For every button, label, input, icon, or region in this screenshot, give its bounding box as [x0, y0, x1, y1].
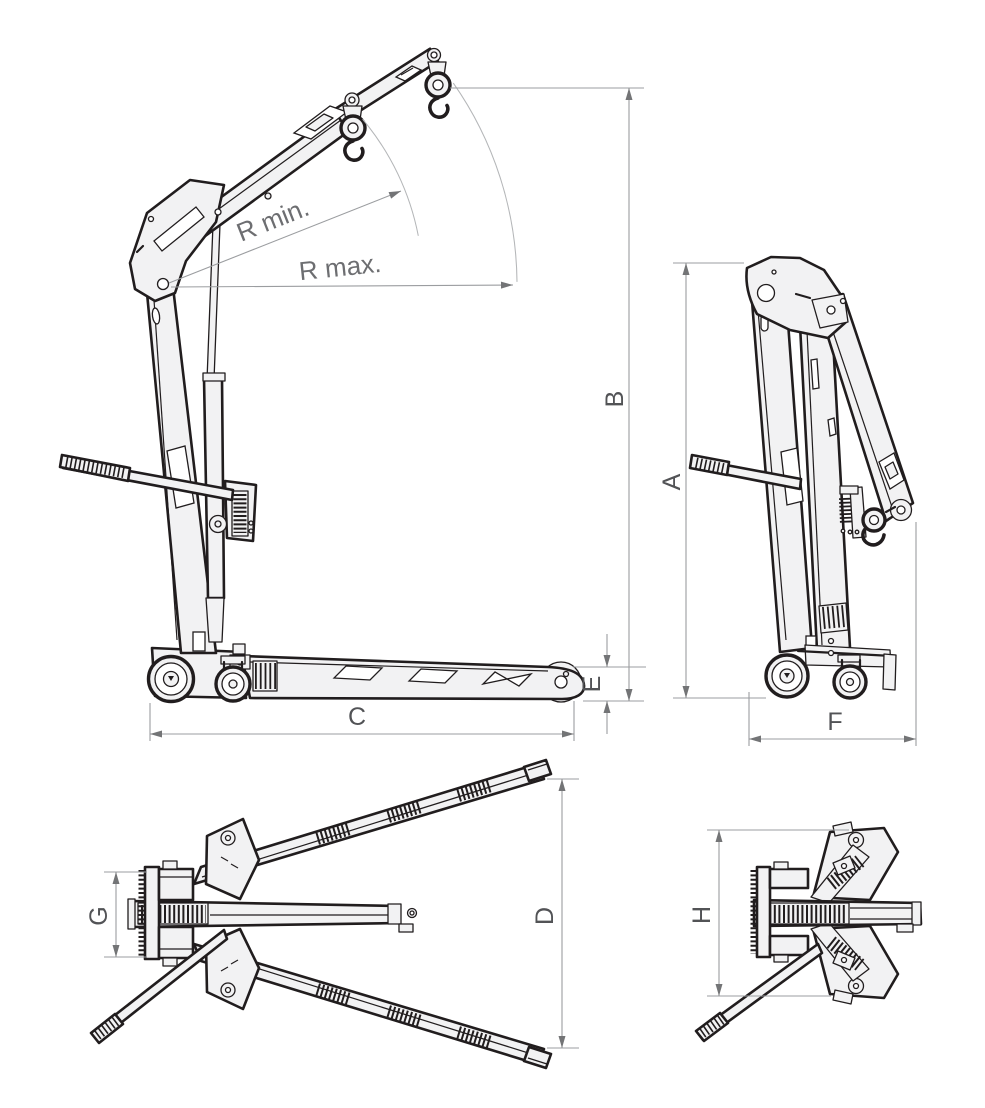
sweep-arc-min — [362, 118, 419, 236]
plan-bracket-upper — [204, 817, 261, 901]
dim-label-b: B — [601, 391, 629, 408]
front-wheel — [146, 654, 196, 704]
plan-handle — [89, 928, 229, 1045]
dimension-line-r-max — [170, 281, 514, 289]
hook-tip-position — [424, 61, 452, 119]
dimension-line-r-min — [168, 190, 402, 284]
rack-plate — [143, 865, 161, 961]
plan-carriage — [138, 860, 195, 967]
folded-base — [764, 637, 897, 700]
folded-head — [745, 255, 849, 340]
boom — [184, 47, 442, 243]
dim-label-h: H — [688, 906, 716, 924]
plan-leg-lower — [192, 942, 553, 1070]
dimensions-side-extended: R min. R max. B E C — [149, 82, 646, 741]
mast-head — [128, 178, 226, 303]
dimensions-plan-folded: H — [688, 829, 849, 997]
dim-label-d: D — [531, 907, 559, 925]
folded-plan-leg-lower — [810, 922, 900, 1005]
handle-grip — [694, 1011, 730, 1043]
view-side-extended: R min. R max. B E C — [58, 47, 646, 741]
dim-label-a: A — [658, 473, 686, 490]
leg-end-cap — [522, 758, 553, 783]
base-assembly — [146, 643, 586, 704]
caster-wheel — [832, 654, 868, 700]
folded-plan-beam — [752, 898, 923, 933]
spring — [839, 497, 852, 525]
dimensions-plan-extended: G D — [85, 778, 579, 1049]
folded-pump-spring — [839, 485, 867, 539]
folded-plan-leg-upper — [810, 821, 900, 904]
plan-leg-upper — [192, 758, 553, 886]
pump-assembly — [58, 453, 258, 543]
folded-mast-bar — [797, 301, 852, 652]
hook-inner-position — [339, 92, 367, 162]
hook-icon — [861, 526, 886, 547]
sweep-arc-max — [452, 82, 518, 282]
dim-label-f: F — [827, 708, 842, 736]
handle-grip — [58, 453, 132, 483]
view-plan-extended: G D — [85, 758, 579, 1070]
main-pivot — [156, 277, 170, 291]
folded-plan-carriage — [750, 861, 810, 963]
dimensions-side-folded: A F — [658, 262, 917, 746]
dim-label-r-max: R max. — [298, 248, 383, 286]
folded-plan-handle — [694, 942, 824, 1043]
view-plan-folded: H — [688, 821, 923, 1043]
dim-label-g: G — [85, 906, 113, 925]
hook-icon — [428, 96, 450, 119]
extension-badge — [394, 65, 423, 82]
handle-grip — [89, 1012, 125, 1045]
front-wheel — [764, 653, 810, 699]
dim-label-c: C — [348, 703, 366, 731]
folded-boom-bar — [814, 292, 915, 523]
hook-icon — [343, 139, 365, 162]
folded-handle — [688, 453, 803, 491]
rack-plate — [755, 865, 772, 959]
view-side-folded: A F — [658, 255, 917, 746]
dim-label-e: E — [578, 676, 606, 693]
leg-end-cap — [522, 1045, 553, 1070]
folded-hook — [861, 505, 897, 547]
caster-wheel — [214, 655, 252, 703]
